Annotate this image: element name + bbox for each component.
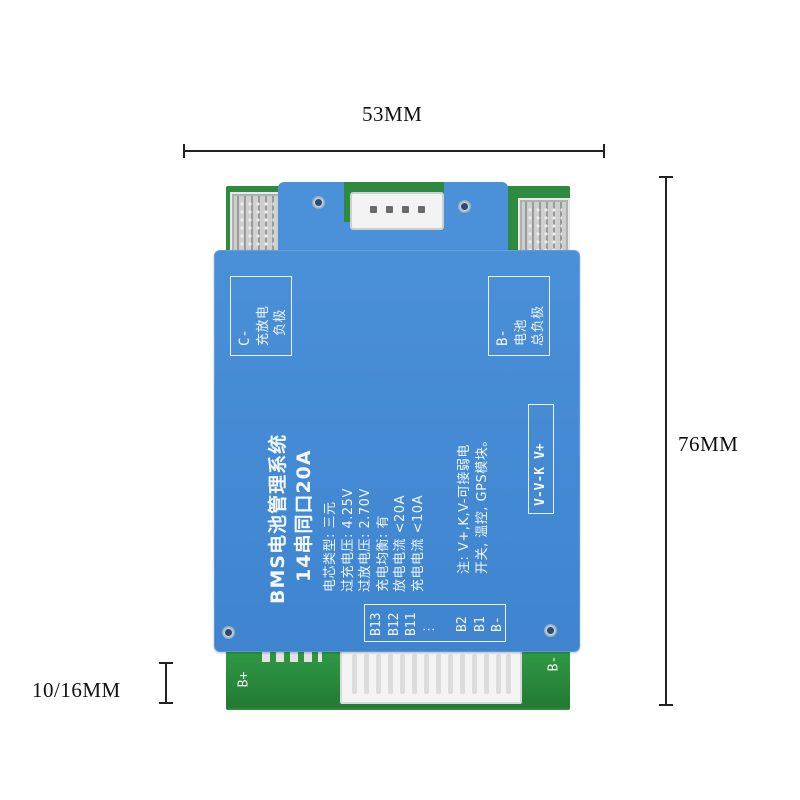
spec-list: 电芯类型: 三元 过充电压: 4.25V 过放电压: 2.70V 充电均衡: 有… xyxy=(322,488,427,592)
balance-b2: B2 xyxy=(455,616,470,632)
thickness-dimension-tick-top xyxy=(159,662,173,664)
note-text: 注: V+,K,V-可接弱电 开关, 温控, GPS模块。 xyxy=(456,433,491,574)
balance-b-minus: B- xyxy=(490,616,506,632)
b-minus-title: B- xyxy=(495,329,511,346)
height-dimension-tick-bottom xyxy=(659,704,673,706)
balance-labels-left: B13 B12 B11 ⋮ xyxy=(368,613,438,636)
bms-main-label: BMS电池管理系统 14串同口20A xyxy=(266,434,317,604)
b-minus-text: B- 电池 总负极 xyxy=(494,305,548,346)
b-minus-box xyxy=(488,276,550,356)
spec-balance: 充电均衡: 有 xyxy=(375,514,391,592)
width-dimension-tick-left xyxy=(183,144,185,158)
balance-b11: B11 xyxy=(404,612,420,636)
top-connector-visible xyxy=(350,192,444,230)
balance-ellipsis: ⋮ xyxy=(421,623,437,636)
screw-bottom-left xyxy=(222,626,235,639)
c-minus-line1: 充放电 xyxy=(255,305,271,346)
spec-overcharge: 过充电压: 4.25V xyxy=(340,488,356,592)
balance-b12: B12 xyxy=(386,612,402,636)
width-dimension-label: 53MM xyxy=(362,102,423,126)
spec-cell-type: 电芯类型: 三元 xyxy=(323,501,338,592)
port-label: V-V-K V+ xyxy=(532,443,550,506)
c-minus-text: C- 充放电 负极 xyxy=(236,305,290,346)
balance-label-box xyxy=(364,604,506,642)
c-minus-box xyxy=(230,276,292,356)
bms-subtitle: 14串同口20A xyxy=(292,449,315,582)
thickness-dimension-label: 10/16MM xyxy=(32,678,121,702)
note-line1: 注: V+,K,V-可接弱电 xyxy=(457,444,472,574)
height-dimension-tick-top xyxy=(659,176,673,178)
thickness-dimension-line xyxy=(165,662,167,704)
screw-top-right xyxy=(458,200,471,213)
balance-b13: B13 xyxy=(369,612,384,636)
aluminum-cover xyxy=(214,250,580,652)
width-dimension-tick-right xyxy=(603,144,605,158)
note-line2: 开关, 温控, GPS模块。 xyxy=(474,433,490,574)
solder-pad-b-minus xyxy=(518,198,570,262)
port-label-box xyxy=(528,404,554,514)
pcb-b-plus-label: B+ xyxy=(236,671,252,688)
pcb-b-minus-label: B- xyxy=(546,655,562,672)
balance-labels-right: B2 B1 B- xyxy=(454,616,507,632)
c-minus-line2: 负极 xyxy=(273,308,289,336)
thickness-dimension-tick-bottom xyxy=(159,702,173,704)
c-minus-title: C- xyxy=(237,329,253,346)
balance-b1: B1 xyxy=(472,616,488,632)
b-minus-line1: 电池 xyxy=(513,318,529,346)
spec-charge-current: 充电电流 <10A xyxy=(410,495,426,592)
width-dimension-line xyxy=(184,150,604,152)
balance-connector xyxy=(340,644,522,704)
header-pins xyxy=(262,652,322,662)
port-label-text: V-V-K V+ xyxy=(533,443,548,506)
bms-title: BMS电池管理系统 xyxy=(267,433,289,604)
height-dimension-line xyxy=(665,176,667,706)
screw-bottom-right xyxy=(544,624,557,637)
solder-pad-c-minus xyxy=(230,192,282,256)
b-minus-line2: 总负极 xyxy=(531,305,547,346)
spec-overdischarge: 过放电压: 2.70V xyxy=(358,488,374,592)
screw-top-left xyxy=(312,196,325,209)
spec-discharge-current: 放电电流 <20A xyxy=(393,495,409,592)
height-dimension-label: 76MM xyxy=(678,432,739,456)
